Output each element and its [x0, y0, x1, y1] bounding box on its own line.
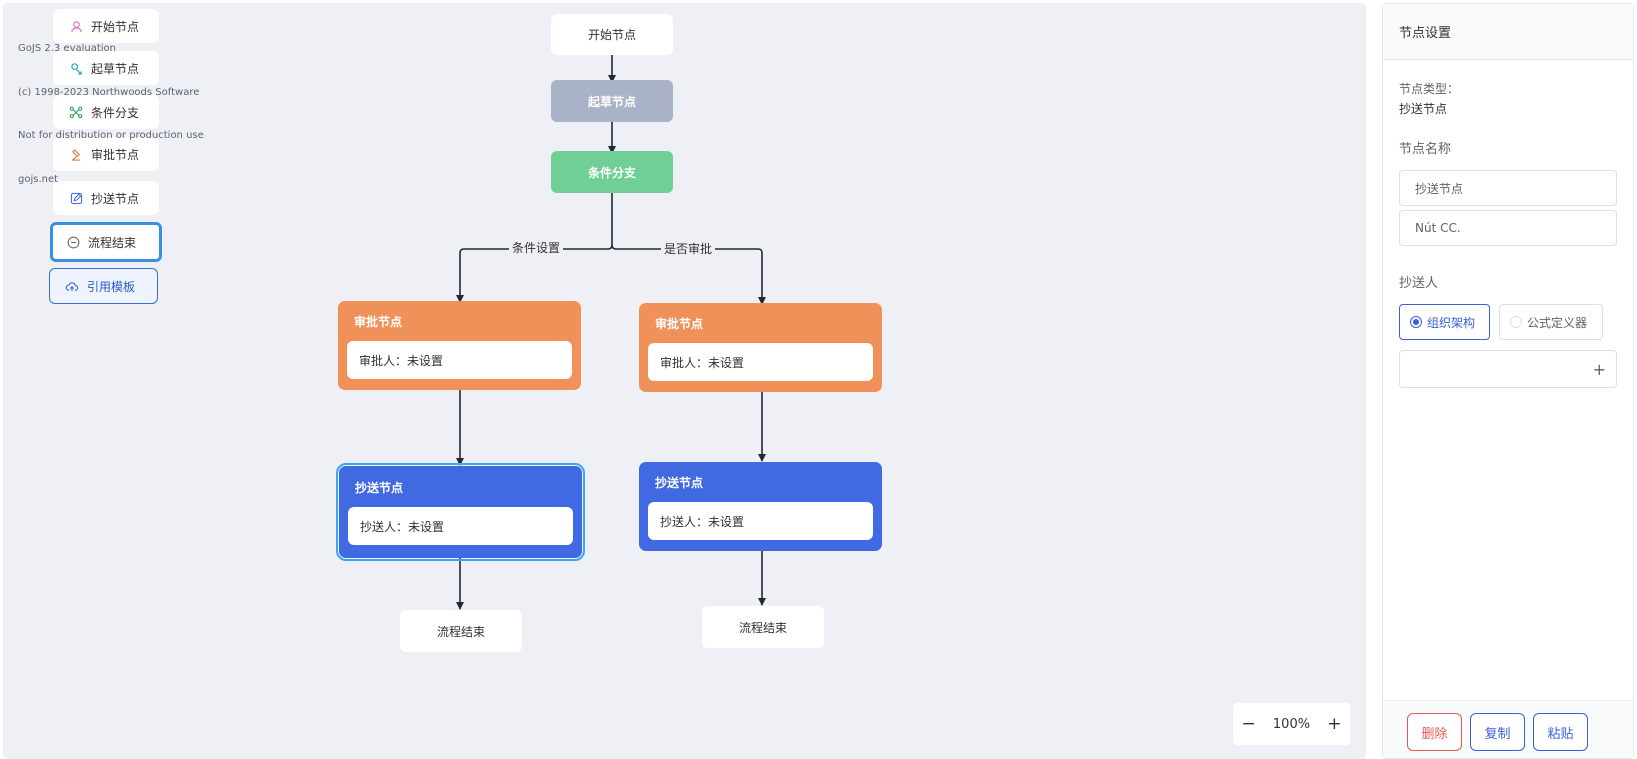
node-name-alt-input[interactable] — [1399, 210, 1617, 246]
palette-item-approve[interactable]: 审批节点 — [53, 137, 159, 171]
radio-dot — [1510, 316, 1522, 328]
minus-circle-icon — [66, 235, 80, 249]
node-type-label: 节点类型： — [1399, 82, 1460, 96]
palette-item-end[interactable]: 流程结束 — [50, 222, 162, 262]
node-name-label: 节点名称 — [1399, 142, 1452, 157]
cloud-upload-icon — [65, 279, 79, 293]
node-body: 抄送人：未设置 — [348, 507, 573, 545]
node-type-value: 抄送节点 — [1399, 102, 1448, 116]
zoom-level: 100% — [1272, 716, 1311, 732]
draft-icon — [69, 61, 83, 75]
zoom-in-button[interactable]: + — [1327, 714, 1342, 734]
palette-item-label: 开始节点 — [91, 19, 140, 34]
node-body: 审批人：未设置 — [347, 341, 572, 379]
stamp-icon — [69, 147, 83, 161]
branch-icon — [69, 105, 83, 119]
add-icon: + — [1592, 359, 1606, 379]
edit-icon — [69, 191, 83, 205]
radio-label: 公式定义器 — [1527, 315, 1588, 330]
radio-dot — [1410, 316, 1422, 328]
palette-item-condition[interactable]: 条件分支 — [53, 95, 159, 129]
radio-formula-definer[interactable]: 公式定义器 — [1499, 304, 1603, 340]
palette-item-start[interactable]: 开始节点 — [53, 9, 159, 43]
cc-node-left[interactable]: 抄送节点 抄送人：未设置 — [336, 463, 585, 561]
zoom-out-button[interactable]: − — [1241, 714, 1256, 734]
start-node[interactable]: 开始节点 — [551, 14, 673, 55]
edge-label-right[interactable]: 是否审批 — [661, 242, 716, 256]
palette-item-cc[interactable]: 抄送节点 — [53, 181, 159, 215]
panel-footer: 删除 复制 粘贴 — [1383, 700, 1633, 758]
zoom-control: − 100% + — [1233, 703, 1350, 745]
diagram-canvas[interactable]: GoJS 2.3 evaluation (c) 1998-2023 Northw… — [3, 3, 1366, 759]
node-title: 抄送节点 — [355, 481, 404, 495]
node-title: 审批节点 — [655, 317, 704, 331]
approve-node-right[interactable]: 审批节点 审批人：未设置 — [639, 303, 882, 392]
use-template-button[interactable]: 引用模板 — [49, 268, 158, 304]
radio-org-structure[interactable]: 组织架构 — [1399, 304, 1490, 340]
end-node-left[interactable]: 流程结束 — [400, 610, 522, 652]
palette-item-label: 审批节点 — [91, 147, 140, 162]
node-title: 抄送节点 — [655, 476, 704, 490]
node-body: 审批人：未设置 — [648, 343, 873, 381]
delete-button[interactable]: 删除 — [1407, 713, 1462, 751]
palette-item-draft[interactable]: 起草节点 — [53, 51, 159, 85]
cc-person-picker[interactable]: + — [1399, 350, 1617, 388]
condition-node[interactable]: 条件分支 — [551, 151, 673, 193]
panel-title: 节点设置 — [1383, 4, 1633, 60]
palette-item-label: 起草节点 — [91, 61, 140, 76]
user-icon — [69, 19, 83, 33]
cc-person-label: 抄送人 — [1399, 276, 1439, 291]
node-body: 抄送人：未设置 — [648, 502, 873, 540]
approve-node-left[interactable]: 审批节点 审批人：未设置 — [338, 301, 581, 390]
cc-node-right[interactable]: 抄送节点 抄送人：未设置 — [639, 462, 882, 551]
edge-label-left[interactable]: 条件设置 — [509, 241, 564, 255]
use-template-label: 引用模板 — [87, 279, 136, 294]
paste-button[interactable]: 粘贴 — [1533, 713, 1588, 751]
radio-label: 组织架构 — [1427, 315, 1476, 330]
copy-button[interactable]: 复制 — [1470, 713, 1525, 751]
node-name-input[interactable] — [1399, 170, 1617, 206]
palette-item-label: 抄送节点 — [91, 191, 140, 206]
draft-node[interactable]: 起草节点 — [551, 80, 673, 122]
palette-item-label: 条件分支 — [91, 105, 140, 120]
node-settings-panel: 节点设置 节点类型： 抄送节点 节点名称 抄送人 组织架构 公式定义器 + 删除… — [1382, 3, 1634, 759]
palette-item-label: 流程结束 — [88, 235, 137, 250]
node-title: 审批节点 — [354, 315, 403, 329]
end-node-right[interactable]: 流程结束 — [702, 606, 824, 648]
